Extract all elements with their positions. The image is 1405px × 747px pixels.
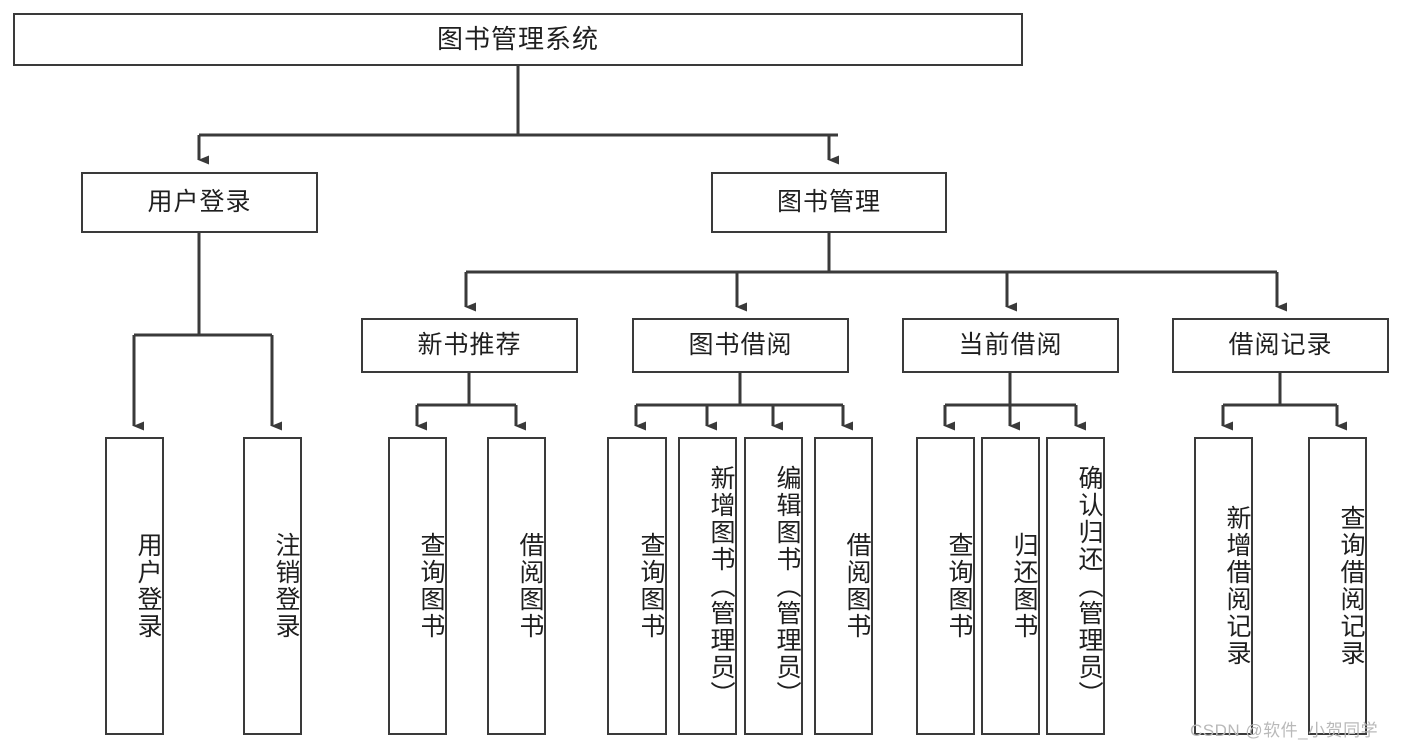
node-leaf-confirm-return[interactable]: 确认归还（管理员） bbox=[1046, 437, 1105, 735]
node-book-manage[interactable]: 图书管理 bbox=[711, 172, 947, 233]
node-leaf-query-record[interactable]: 查询借阅记录 bbox=[1308, 437, 1367, 735]
node-leaf-logout[interactable]: 注销登录 bbox=[243, 437, 302, 735]
leaf-label: 归还图书 bbox=[1010, 532, 1038, 640]
watermark: CSDN @软件_小贺同学 bbox=[1190, 721, 1379, 740]
node-user-login[interactable]: 用户登录 bbox=[81, 172, 318, 233]
leaf-label: 查询借阅记录 bbox=[1337, 505, 1365, 667]
node-leaf-add-record[interactable]: 新增借阅记录 bbox=[1194, 437, 1253, 735]
leaf-label: 用户登录 bbox=[134, 532, 162, 640]
leaf-label: 确认归还（管理员） bbox=[1075, 464, 1103, 708]
node-new-book-rec[interactable]: 新书推荐 bbox=[361, 318, 578, 373]
node-leaf-query-book-1[interactable]: 查询图书 bbox=[388, 437, 447, 735]
node-leaf-return-book[interactable]: 归还图书 bbox=[981, 437, 1040, 735]
node-leaf-borrow-book-2[interactable]: 借阅图书 bbox=[814, 437, 873, 735]
leaf-label: 借阅图书 bbox=[843, 532, 871, 640]
node-leaf-edit-book[interactable]: 编辑图书（管理员） bbox=[744, 437, 803, 735]
node-root[interactable]: 图书管理系统 bbox=[13, 13, 1023, 66]
leaf-label: 查询图书 bbox=[637, 532, 665, 640]
leaf-label: 查询图书 bbox=[417, 532, 445, 640]
leaf-label: 新增借阅记录 bbox=[1223, 505, 1251, 667]
node-leaf-query-book-3[interactable]: 查询图书 bbox=[916, 437, 975, 735]
node-leaf-query-book-2[interactable]: 查询图书 bbox=[607, 437, 667, 735]
node-borrow-record[interactable]: 借阅记录 bbox=[1172, 318, 1389, 373]
node-leaf-borrow-book-1[interactable]: 借阅图书 bbox=[487, 437, 546, 735]
node-book-borrow[interactable]: 图书借阅 bbox=[632, 318, 849, 373]
leaf-label: 注销登录 bbox=[272, 532, 300, 640]
leaf-label: 查询图书 bbox=[945, 532, 973, 640]
node-leaf-add-book[interactable]: 新增图书（管理员） bbox=[678, 437, 737, 735]
leaf-label: 借阅图书 bbox=[516, 532, 544, 640]
leaf-label: 新增图书（管理员） bbox=[707, 464, 735, 708]
leaf-label: 编辑图书（管理员） bbox=[773, 464, 801, 708]
node-leaf-user-login[interactable]: 用户登录 bbox=[105, 437, 164, 735]
node-current-borrow[interactable]: 当前借阅 bbox=[902, 318, 1119, 373]
